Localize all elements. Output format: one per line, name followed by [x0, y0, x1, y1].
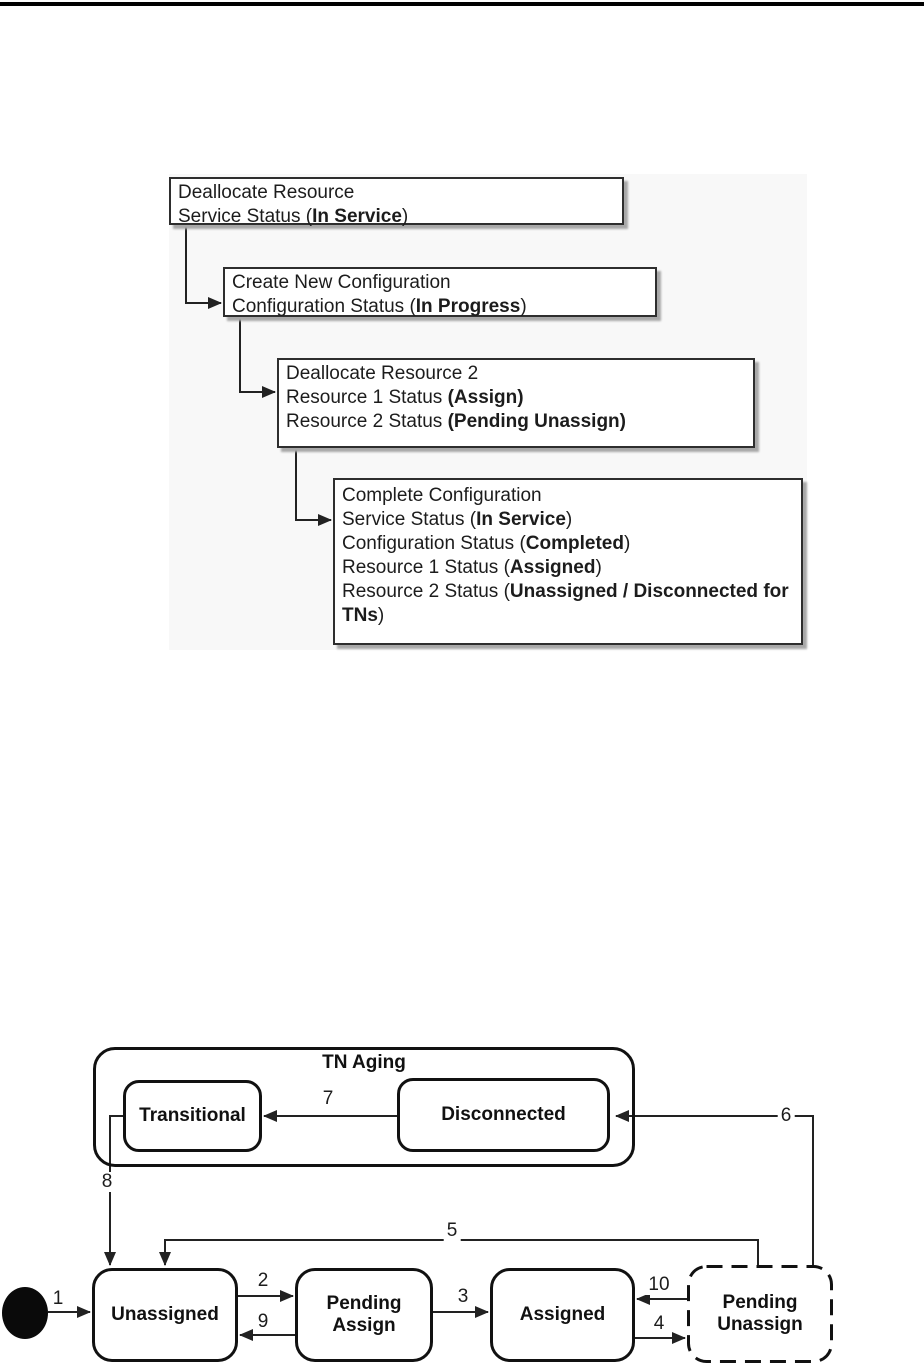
transition-1-label: 1 — [49, 1289, 67, 1309]
transition-9-label: 9 — [254, 1312, 272, 1332]
state-pending-assign: Pending Assign — [295, 1268, 433, 1362]
page-top-rule — [0, 2, 924, 6]
state-unassigned: Unassigned — [92, 1268, 238, 1362]
flow-box-line: Complete Configuration — [342, 485, 542, 506]
transition-2-label: 2 — [254, 1271, 272, 1291]
state-label: Pending Unassign — [717, 1292, 803, 1335]
flow-box-line: Service Status (In Service) — [178, 206, 409, 227]
state-assigned: Assigned — [490, 1268, 635, 1362]
state-pending-unassign: Pending Unassign — [687, 1265, 833, 1363]
state-label: Pending Assign — [326, 1293, 402, 1336]
flow-box-line: Deallocate Resource 2 — [286, 363, 479, 384]
flow-box-line: Configuration Status (Completed) — [342, 533, 631, 554]
transition-8-label: 8 — [98, 1172, 116, 1192]
flow-box-line: Resource 2 Status (Unassigned / Disconne… — [342, 581, 789, 626]
composite-state-tn-aging — [93, 1047, 635, 1167]
state-label: Disconnected — [441, 1104, 566, 1125]
state-transitional: Transitional — [123, 1080, 262, 1152]
flow-box-line: Create New Configuration — [232, 272, 451, 293]
state-label: Assigned — [519, 1304, 606, 1325]
flow-box-line: Resource 1 Status (Assigned) — [342, 557, 602, 578]
flow-box-line: Resource 2 Status (Pending Unassign) — [286, 411, 626, 432]
flow-connector-3 — [295, 448, 332, 526]
flow-connector-1 — [185, 225, 222, 309]
transition-8-arrow — [104, 1115, 123, 1266]
state-pending-unassign-outline — [687, 1265, 833, 1363]
flow-box-line: Resource 1 Status (Assign) — [286, 387, 524, 408]
flow-box-line: Service Status (In Service) — [342, 509, 573, 530]
transition-4-label: 4 — [650, 1314, 668, 1334]
state-disconnected: Disconnected — [397, 1078, 610, 1152]
flow-box-deallocate-resource-2: Deallocate Resource 2 Resource 1 Status … — [277, 358, 755, 448]
composite-state-title: TN Aging — [322, 1052, 406, 1073]
flow-box-complete-configuration: Complete Configuration Service Status (I… — [333, 478, 803, 645]
transition-5-arrow — [159, 1239, 759, 1266]
flow-box-line: Deallocate Resource — [178, 182, 355, 203]
flow-box-line: Configuration Status (In Progress) — [232, 296, 527, 317]
transition-10-label: 10 — [645, 1275, 673, 1295]
state-label: Unassigned — [111, 1304, 219, 1325]
transition-3-label: 3 — [454, 1287, 472, 1307]
transition-6-arrow — [615, 1110, 814, 1266]
flow-box-deallocate-resource: Deallocate Resource Service Status (In S… — [169, 177, 624, 227]
transition-7-label: 7 — [319, 1089, 337, 1109]
flow-box-create-new-configuration: Create New Configuration Configuration S… — [223, 267, 657, 317]
flow-connector-2 — [239, 317, 276, 398]
state-label: Transitional — [139, 1105, 246, 1126]
transition-5-label: 5 — [443, 1221, 461, 1241]
transition-6-label: 6 — [777, 1106, 795, 1126]
initial-state-dot — [2, 1287, 48, 1339]
